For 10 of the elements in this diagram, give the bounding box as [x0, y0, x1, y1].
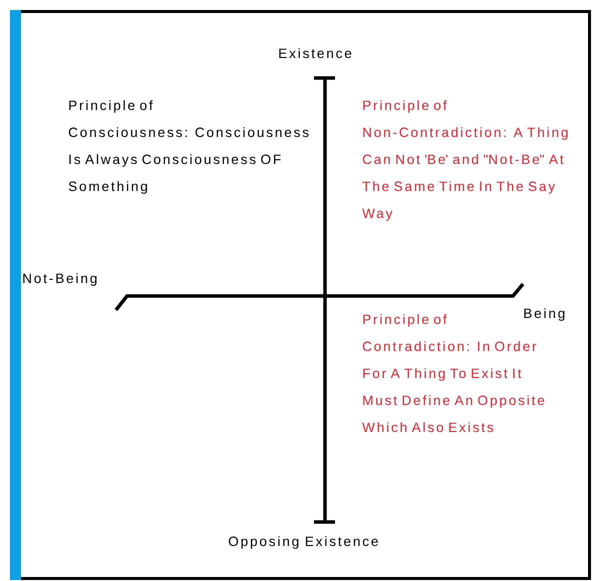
- principle-text: Non-Contradiction: A Thing Can Not 'Be' and "Not-Be" At The Same Time In The Say Way: [362, 127, 568, 221]
- axis-label: Not-Being: [23, 273, 96, 286]
- axis-label: Existence: [279, 48, 352, 58]
- principle-text: Contradiction: In Order For A Thing To Exist It Must Define An Opposite Which Also Exists: [362, 341, 544, 432]
- principle-heading: Principle of: [363, 100, 447, 113]
- axis-label: Opposing Existence: [228, 536, 378, 549]
- principle-heading: Principle of: [69, 100, 153, 113]
- principle-text: Consciousness: Consciousness Is Always Consciousness OF Something: [68, 127, 309, 194]
- axis-label: Being: [524, 308, 564, 321]
- principle-heading: Principle of: [363, 314, 447, 327]
